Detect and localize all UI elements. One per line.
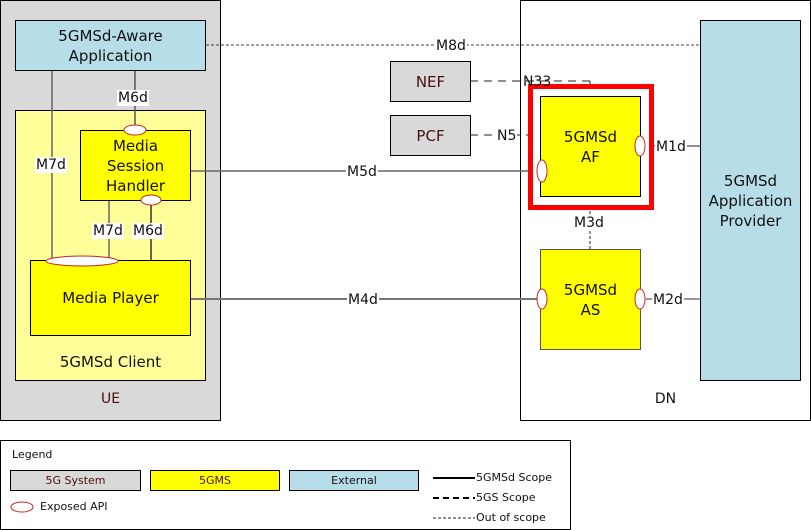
api-media-player (45, 255, 119, 267)
n33-label: N33 (523, 74, 552, 90)
n5-label: N5 (496, 128, 518, 144)
m2d-label: M2d (652, 292, 684, 308)
api-msh-bottom (140, 194, 162, 206)
legend (0, 440, 571, 530)
m1d-label: M1d (655, 139, 687, 155)
legend-external: External (289, 470, 419, 491)
legend-5gms: 5GMS (150, 470, 280, 491)
legend-exposed-api-label: Exposed API (40, 500, 108, 513)
m7d-left-label: M7d (35, 157, 67, 173)
ue-label: UE (100, 391, 121, 407)
m4d-label: M4d (347, 292, 379, 308)
api-as-right (634, 288, 646, 310)
m5d-label: M5d (346, 164, 378, 180)
application-provider: 5GMSd Application Provider (700, 20, 801, 381)
m6d-inner-label: M6d (132, 223, 164, 239)
m7d-inner-label: M7d (92, 223, 124, 239)
api-msh-top (123, 124, 147, 136)
aware-application: 5GMSd-Aware Application (15, 20, 206, 71)
gmsd-client-label: 5GMSd Client (59, 353, 162, 371)
legend-5gs-scope-label: 5GS Scope (476, 491, 536, 504)
gmsd-as: 5GMSd AS (540, 249, 641, 350)
api-as-left (536, 288, 548, 310)
legend-exposed-api-icon (10, 501, 34, 513)
legend-title: Legend (12, 448, 53, 461)
m3d-label: M3d (573, 215, 605, 231)
legend-5gmsd-scope-label: 5GMSd Scope (476, 471, 552, 484)
legend-5g-system: 5G System (10, 470, 141, 491)
m6d-top-label: M6d (117, 90, 149, 106)
api-af-right (634, 135, 646, 157)
legend-out-of-scope-label: Out of scope (476, 511, 546, 524)
media-player: Media Player (30, 260, 191, 336)
nef-box: NEF (390, 61, 471, 102)
api-af-left (536, 159, 548, 183)
dn-label: DN (654, 391, 677, 407)
m8d-label: M8d (435, 38, 467, 54)
pcf-box: PCF (390, 115, 471, 156)
